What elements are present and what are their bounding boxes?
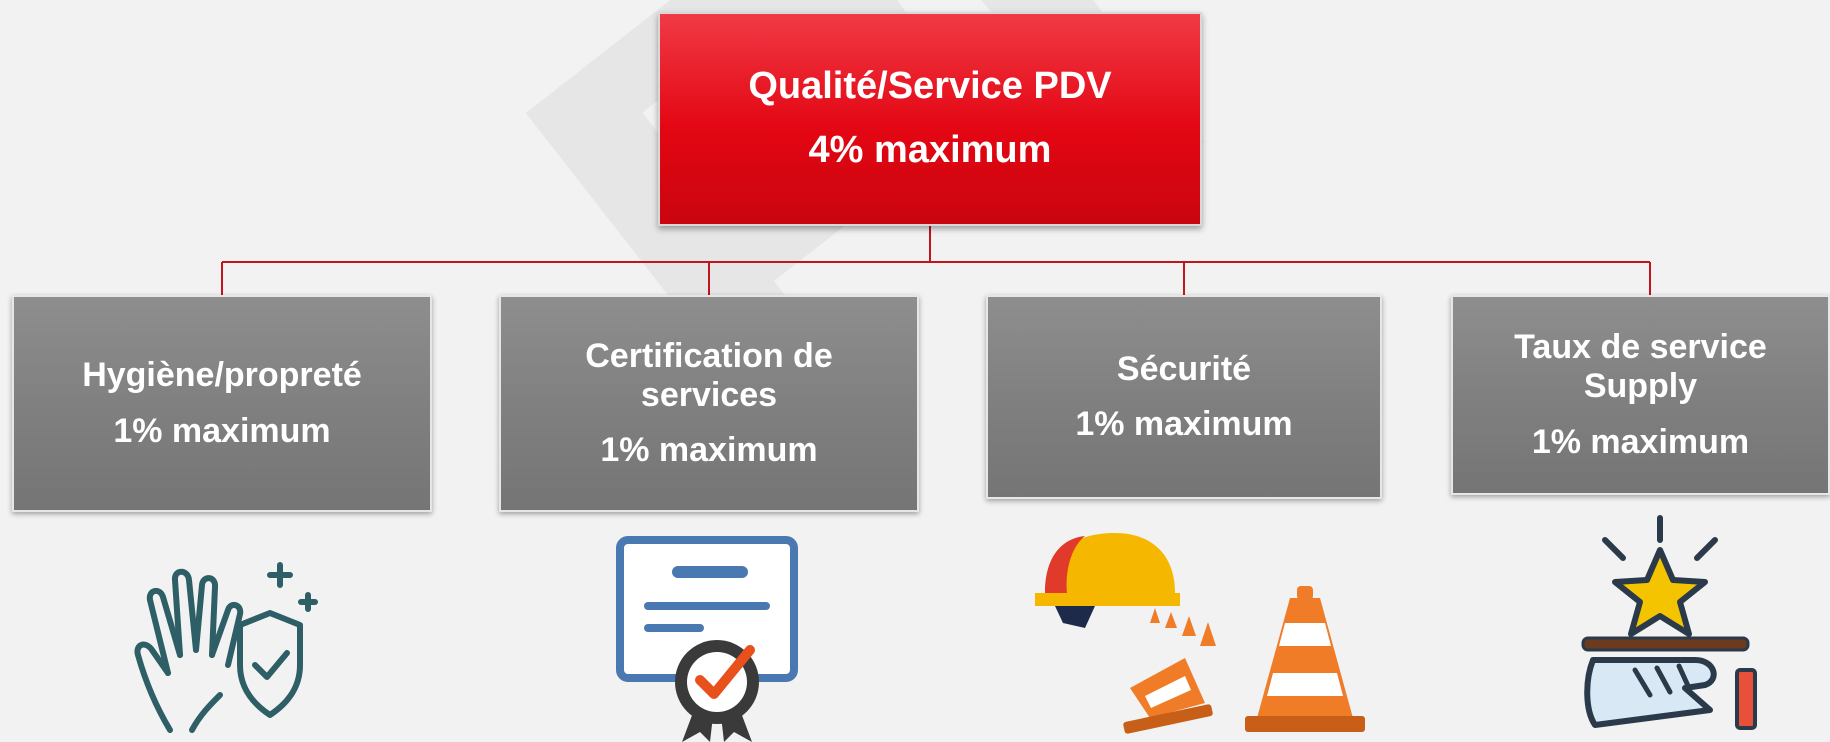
node-value: 1% maximum <box>600 431 818 470</box>
node-hygiene: Hygiène/propreté 1% maximum <box>12 295 432 512</box>
node-title: Hygiène/propreté <box>82 356 362 395</box>
node-securite: Sécurité 1% maximum <box>986 295 1382 499</box>
node-value: 1% maximum <box>1531 422 1750 461</box>
hand-shield-icon <box>134 562 318 733</box>
node-value: 1% maximum <box>1075 405 1293 443</box>
node-certification: Certification de services 1% maximum <box>499 295 919 512</box>
node-value: 1% maximum <box>113 411 331 450</box>
certificate-icon <box>616 536 798 742</box>
node-title: Sécurité <box>1116 349 1252 388</box>
star-service-tray-icon <box>1581 515 1757 730</box>
root-value: 4% maximum <box>808 129 1052 171</box>
node-title: Certification de services <box>585 336 833 414</box>
root-node: Qualité/Service PDV 4% maximum <box>658 12 1202 226</box>
node-supply: Taux de service Supply 1% maximum <box>1451 295 1830 495</box>
node-title: Taux de service Supply <box>1514 328 1767 406</box>
root-title: Qualité/Service PDV <box>748 65 1112 108</box>
hard-hat-cones-icon <box>1035 533 1365 734</box>
